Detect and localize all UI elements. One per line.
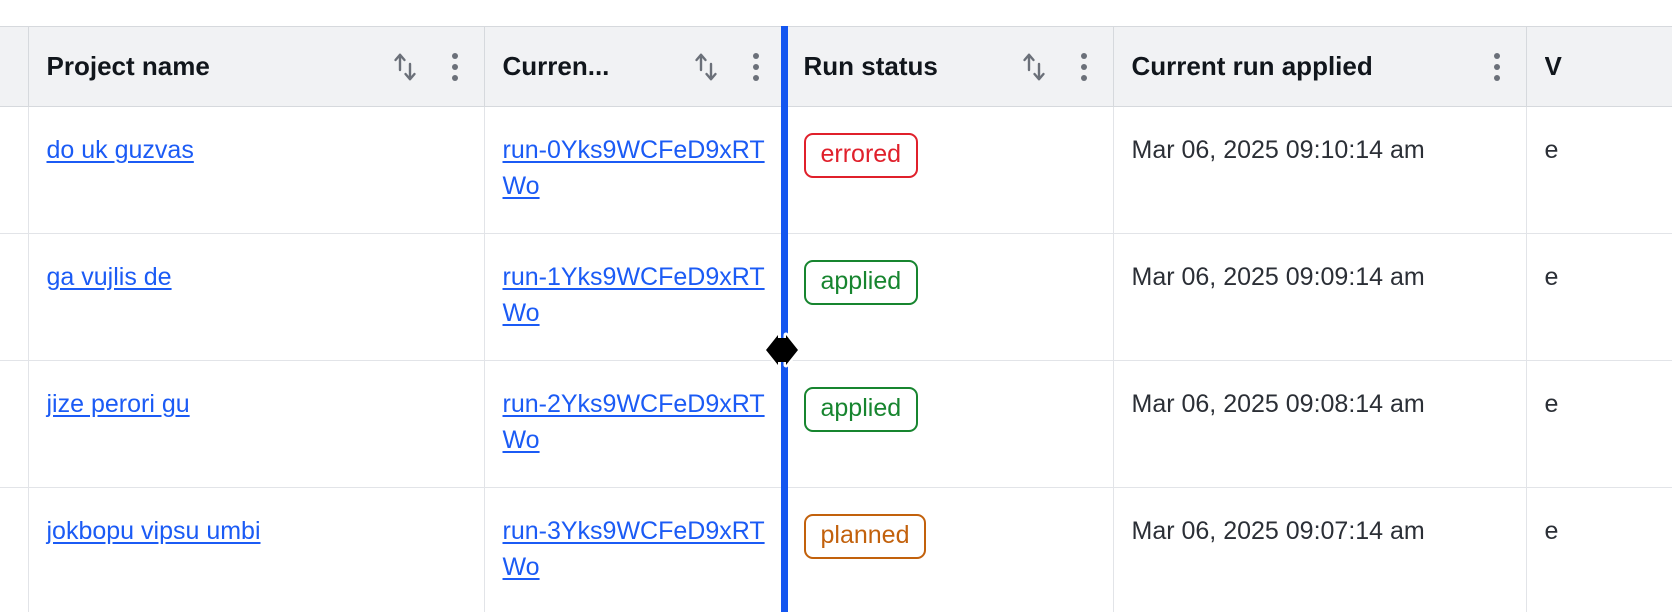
column-menu-icon[interactable] [745,52,767,82]
cell-run-status: applied [785,360,1114,488]
table-row[interactable]: jize perori gu run-2Yks9WCFeD9xRTWo applie… [0,360,1672,488]
cell-current-run: run-3Yks9WCFeD9xRTWo [484,487,786,612]
projects-table-container: Project name Curren... Run status Current r… [0,26,1672,612]
status-badge: applied [803,387,919,432]
sort-icon[interactable] [693,51,719,83]
row-gutter [0,487,29,612]
header-gutter [0,26,29,107]
column-header-label: Current run applied [1131,51,1373,81]
sort-icon[interactable] [392,51,418,83]
current-run-link[interactable]: run-0Yks9WCFeD9xRTWo [502,136,765,200]
cell-overflow-column: e [1526,233,1672,361]
status-badge: planned [803,514,927,559]
cell-run-status: planned [785,487,1114,612]
column-header-label: Run status [803,51,938,81]
table-row[interactable]: do uk guzvas run-0Yks9WCFeD9xRTWo errored M… [0,106,1672,234]
cell-overflow-column: e [1526,106,1672,234]
header-icon-group [1486,52,1508,82]
cell-current-run: run-0Yks9WCFeD9xRTWo [484,106,786,234]
column-header-label: V [1544,51,1562,81]
header-row: Project name Curren... Run status Current r… [0,26,1672,107]
cell-project-name: jize perori gu [28,360,485,488]
row-gutter [0,360,29,488]
column-menu-icon[interactable] [1486,52,1508,82]
cell-overflow-column: e [1526,360,1672,488]
current-run-link[interactable]: run-2Yks9WCFeD9xRTWo [502,390,765,454]
current-run-link[interactable]: run-3Yks9WCFeD9xRTWo [502,517,765,581]
row-gutter [0,106,29,234]
cell-overflow-column: e [1526,487,1672,612]
project-name-link[interactable]: jokbopu vipsu umbi [46,517,261,545]
sort-icon[interactable] [1021,51,1047,83]
cell-current-run-applied: Mar 06, 2025 09:09:14 am [1113,233,1527,361]
status-badge: errored [803,133,919,178]
column-header-applied[interactable]: Current run applied [1113,26,1527,107]
table-row[interactable]: ga vujlis de run-1Yks9WCFeD9xRTWo applied M… [0,233,1672,361]
column-header-label: Curren... [502,51,610,81]
cell-current-run: run-1Yks9WCFeD9xRTWo [484,233,786,361]
cell-current-run-applied: Mar 06, 2025 09:08:14 am [1113,360,1527,488]
cell-run-status: applied [785,233,1114,361]
column-header-label: Project name [46,51,210,81]
cell-current-run-applied: Mar 06, 2025 09:10:14 am [1113,106,1527,234]
cell-current-run: run-2Yks9WCFeD9xRTWo [484,360,786,488]
current-run-link[interactable]: run-1Yks9WCFeD9xRTWo [502,263,765,327]
cell-current-run-applied: Mar 06, 2025 09:07:14 am [1113,487,1527,612]
row-gutter [0,233,29,361]
project-name-link[interactable]: jize perori gu [46,390,190,418]
cell-project-name: jokbopu vipsu umbi [28,487,485,612]
column-header-last[interactable]: V [1526,26,1672,107]
column-header-project[interactable]: Project name [28,26,485,107]
header-icon-group [1021,51,1095,83]
status-badge: applied [803,260,919,305]
cell-project-name: ga vujlis de [28,233,485,361]
cell-project-name: do uk guzvas [28,106,485,234]
column-menu-icon[interactable] [444,52,466,82]
column-header-status[interactable]: Run status [785,26,1114,107]
table-header: Project name Curren... Run status Current r… [0,26,1672,107]
header-icon-group [693,51,767,83]
project-name-link[interactable]: ga vujlis de [46,263,172,291]
column-header-current[interactable]: Curren... [484,26,786,107]
project-name-link[interactable]: do uk guzvas [46,136,194,164]
projects-table: Project name Curren... Run status Current r… [0,26,1672,612]
cell-run-status: errored [785,106,1114,234]
column-menu-icon[interactable] [1073,52,1095,82]
header-icon-group [392,51,466,83]
table-row[interactable]: jokbopu vipsu umbi run-3Yks9WCFeD9xRTWo pl… [0,487,1672,612]
